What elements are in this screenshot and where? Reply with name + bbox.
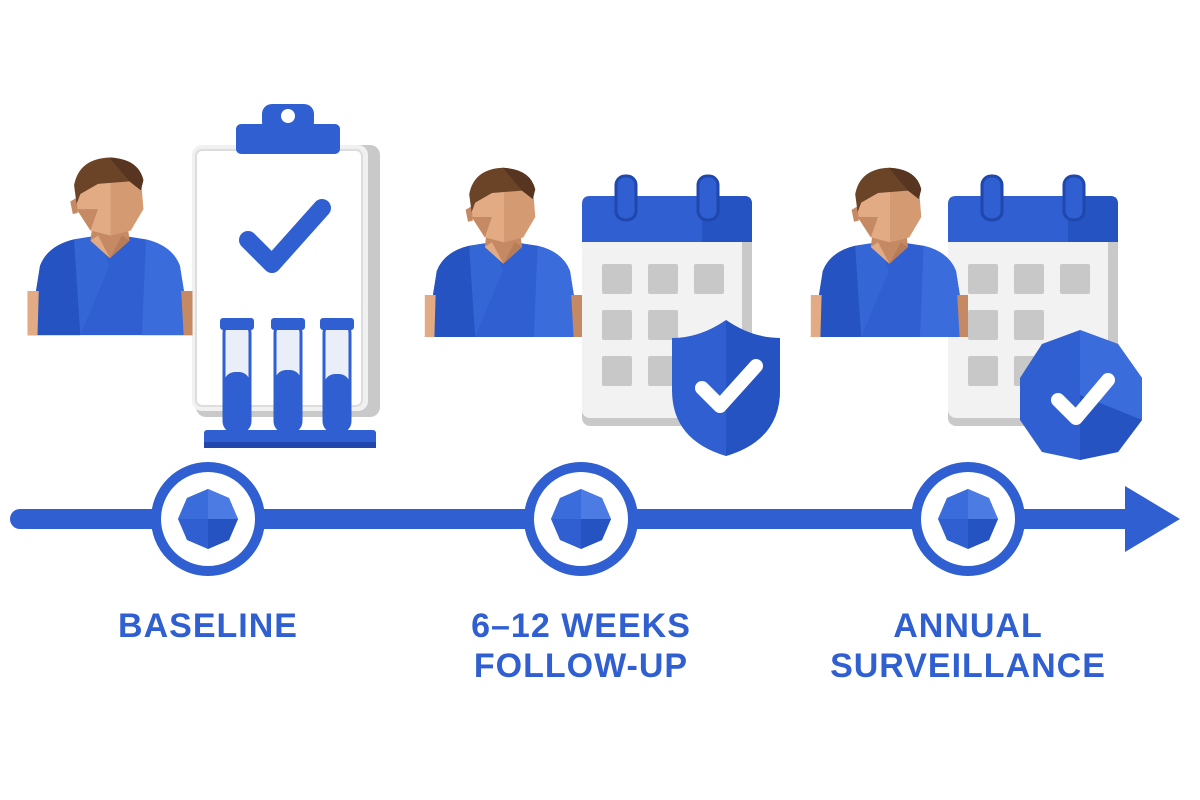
arrow-head-icon (1125, 486, 1180, 552)
stage-1-illustration (27, 104, 380, 448)
stage-label-baseline: BASELINE (108, 606, 308, 646)
stage-label-line: BASELINE (118, 607, 298, 645)
timeline-node-3 (916, 467, 1020, 571)
stage-2-illustration (424, 167, 780, 456)
stage-3-illustration (810, 167, 1142, 460)
person-icon (27, 157, 193, 336)
person-icon (424, 167, 582, 337)
timeline-node-2 (529, 467, 633, 571)
timeline-node-1 (156, 467, 260, 571)
stage-label-line: ANNUAL (893, 607, 1043, 645)
test-tubes-icon (204, 318, 376, 448)
stage-label-follow-up: 6–12 WEEKS FOLLOW-UP (451, 606, 711, 686)
stage-label-line: 6–12 WEEKS (471, 607, 691, 645)
stage-label-line: SURVEILLANCE (830, 647, 1106, 685)
shield-check-icon (672, 320, 780, 456)
stage-label-annual: ANNUAL SURVEILLANCE (818, 606, 1118, 686)
person-icon (810, 167, 968, 337)
stage-label-line: FOLLOW-UP (473, 647, 689, 685)
badge-check-icon (1020, 330, 1142, 460)
